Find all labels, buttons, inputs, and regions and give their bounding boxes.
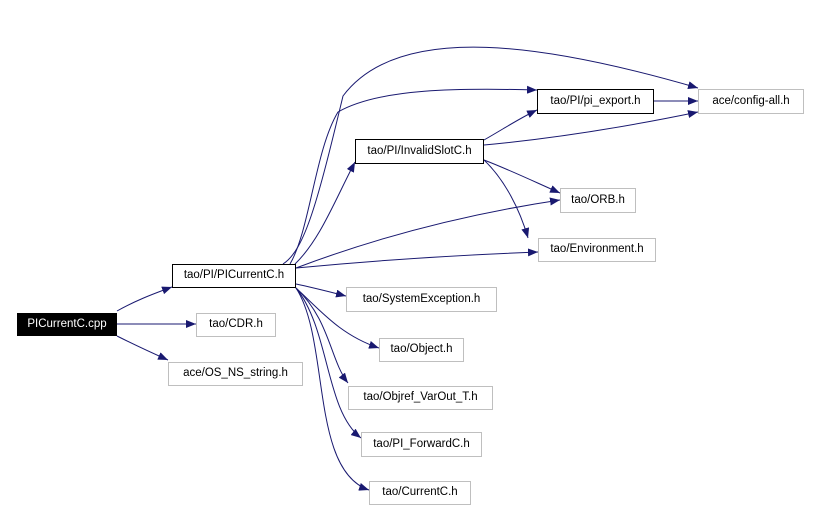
node-systemexception-h: tao/SystemException.h xyxy=(346,287,497,312)
edge-picurrentc-to-orb xyxy=(295,197,561,269)
node-os-ns-string-h: ace/OS_NS_string.h xyxy=(168,362,303,386)
edge-invalidslot-to-config-all xyxy=(483,110,699,146)
node-pi-export-h[interactable]: tao/PI/pi_export.h xyxy=(537,89,654,114)
node-environment-h: tao/Environment.h xyxy=(538,238,656,262)
node-config-all-h: ace/config-all.h xyxy=(698,89,804,114)
edge-picurrentc-to-pi-forwardc xyxy=(295,287,362,439)
edge-picurrentc-to-environment xyxy=(295,248,539,269)
node-picurrentc-h[interactable]: tao/PI/PICurrentC.h xyxy=(172,264,296,288)
edge-cpp-to-os-ns-string xyxy=(116,335,169,361)
node-invalidslotc-h[interactable]: tao/PI/InvalidSlotC.h xyxy=(355,139,484,164)
node-currentc-h: tao/CurrentC.h xyxy=(369,481,471,505)
root-file-node: PICurrentC.cpp xyxy=(17,313,117,336)
edge-picurrentc-to-config-all xyxy=(282,46,699,265)
edge-invalidslot-to-orb xyxy=(483,159,561,194)
node-pi-forwardc-h: tao/PI_ForwardC.h xyxy=(361,432,482,457)
node-object-h: tao/Object.h xyxy=(379,338,464,362)
node-objref-varout-t-h: tao/Objref_VarOut_T.h xyxy=(348,386,493,410)
edge-invalidslot-to-pi-export xyxy=(483,109,538,141)
edge-picurrentc-to-currentc xyxy=(295,287,370,491)
edge-picurrentc-to-systemexception xyxy=(295,283,347,298)
edge-picurrentc-to-objref-varout xyxy=(295,287,349,384)
edge-picurrentc-to-invalidslot xyxy=(294,161,356,265)
edge-cpp-to-picurrentc xyxy=(116,286,173,312)
node-orb-h: tao/ORB.h xyxy=(560,188,636,213)
node-cdr-h: tao/CDR.h xyxy=(196,313,276,337)
edge-picurrentc-to-pi-export xyxy=(289,85,538,265)
edge-invalidslot-to-environment xyxy=(483,159,530,239)
